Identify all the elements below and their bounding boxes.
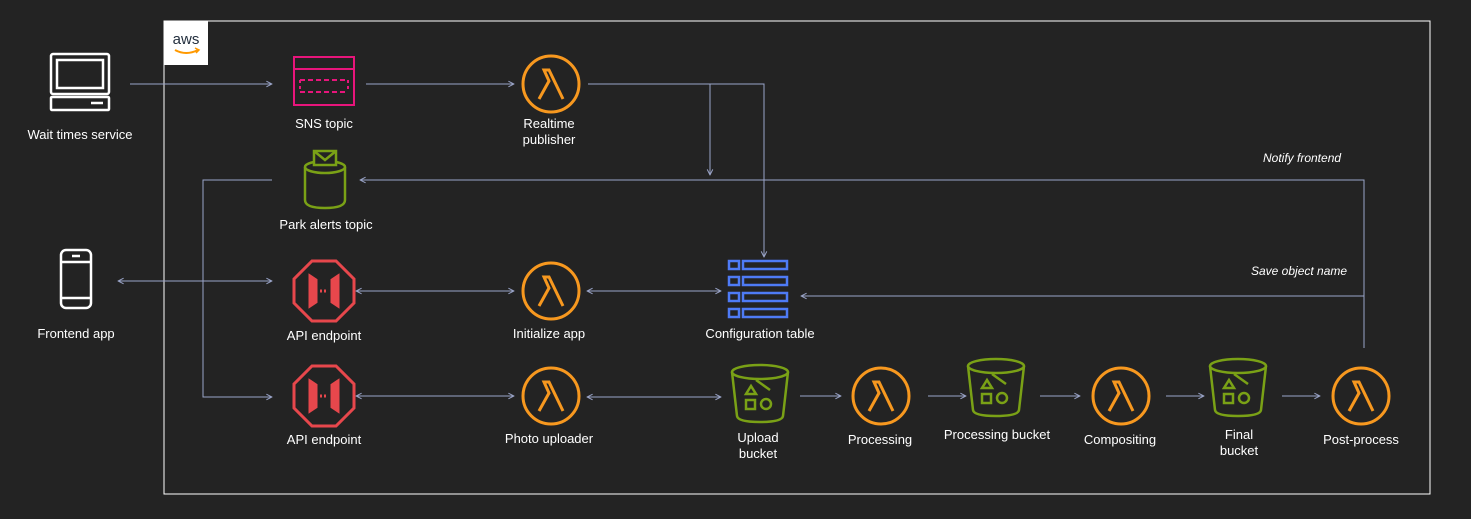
s3-bucket-icon bbox=[966, 357, 1026, 418]
arrow-publisher-down bbox=[588, 83, 710, 175]
upload-bucket-label: Upload bucket bbox=[737, 430, 779, 461]
save-object-name-note: Save object name bbox=[1251, 264, 1348, 278]
arrow-alerts-to-api-endpoint-2 bbox=[202, 179, 272, 397]
photo-uploader-label: Photo uploader bbox=[504, 431, 594, 446]
initialize-app-label: Initialize app bbox=[512, 326, 586, 341]
wait-times-service-label: Wait times service bbox=[27, 127, 133, 142]
realtime-publisher-label: Realtime publisher bbox=[522, 116, 576, 147]
aws-logo: aws bbox=[164, 21, 208, 65]
dynamodb-table-icon bbox=[727, 259, 789, 319]
sns-topic-icon bbox=[293, 56, 355, 106]
processing-bucket-label: Processing bucket bbox=[943, 427, 1051, 442]
lambda-icon bbox=[1091, 366, 1151, 426]
lambda-icon bbox=[851, 366, 911, 426]
s3-bucket-icon bbox=[730, 363, 790, 424]
arrow-publisher-to-config-table bbox=[588, 83, 764, 257]
api-gateway-icon bbox=[292, 259, 356, 323]
svg-text:aws: aws bbox=[173, 31, 200, 48]
sns-alerts-icon bbox=[303, 149, 347, 210]
api-endpoint-1-label: API endpoint bbox=[286, 328, 362, 343]
frontend-app-label: Frontend app bbox=[37, 326, 115, 341]
lambda-icon bbox=[521, 366, 581, 426]
final-bucket-label: Final bucket bbox=[1219, 427, 1259, 458]
sns-topic-label: SNS topic bbox=[295, 116, 353, 131]
processing-label: Processing bbox=[847, 432, 913, 447]
connectors bbox=[118, 83, 1365, 397]
configuration-table-label: Configuration table bbox=[705, 326, 815, 341]
post-process-label: Post-process bbox=[1323, 432, 1399, 447]
aws-cloud-frame bbox=[163, 20, 1431, 495]
lambda-icon bbox=[521, 54, 581, 114]
api-endpoint-2-label: API endpoint bbox=[286, 432, 362, 447]
lambda-icon bbox=[521, 261, 581, 321]
lambda-icon bbox=[1331, 366, 1391, 426]
arrow-notify-frontend bbox=[360, 180, 1365, 348]
desktop-computer-icon bbox=[49, 52, 111, 112]
compositing-label: Compositing bbox=[1083, 432, 1157, 447]
park-alerts-topic-label: Park alerts topic bbox=[279, 217, 373, 232]
notify-frontend-note: Notify frontend bbox=[1263, 151, 1342, 165]
mobile-phone-icon bbox=[59, 248, 93, 310]
api-gateway-icon bbox=[292, 364, 356, 428]
s3-bucket-icon bbox=[1208, 357, 1268, 418]
